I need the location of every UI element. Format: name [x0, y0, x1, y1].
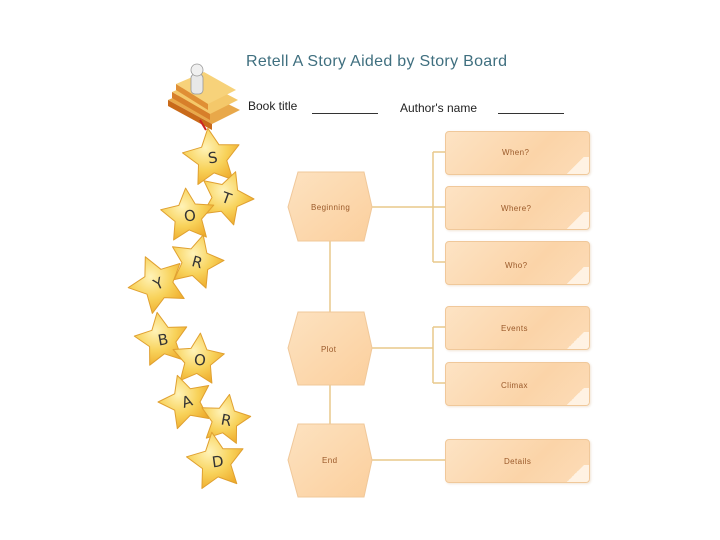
- star-8: A: [157, 374, 210, 430]
- star-shape: [127, 256, 185, 314]
- star-letter: R: [190, 252, 205, 272]
- detail-when-label: When?: [502, 148, 530, 157]
- book-title-field[interactable]: [312, 113, 378, 114]
- star-letter: D: [211, 452, 225, 471]
- detail-box-when[interactable]: When?: [445, 131, 590, 175]
- detail-box-who[interactable]: Who?: [445, 241, 590, 285]
- star-4: R: [172, 234, 225, 289]
- star-shape: [157, 374, 210, 430]
- star-shape: [172, 234, 225, 289]
- star-shape: [202, 171, 255, 226]
- detail-box-where[interactable]: Where?: [445, 186, 590, 230]
- detail-events-label: Events: [501, 324, 528, 333]
- star-shape: [172, 332, 225, 384]
- star-shape: [160, 187, 215, 241]
- star-10: D: [186, 431, 244, 489]
- star-letter: R: [219, 410, 232, 430]
- detail-climax-label: Climax: [501, 381, 528, 390]
- detail-details-label: Details: [504, 457, 532, 466]
- stage-beginning-hexagon: [287, 171, 373, 242]
- star-3: O: [160, 187, 215, 241]
- detail-who-label: Who?: [505, 261, 528, 270]
- author-name-field[interactable]: [498, 113, 564, 114]
- star-shape: [133, 311, 188, 366]
- star-1: S: [182, 127, 240, 185]
- star-shape: [182, 127, 240, 185]
- detail-where-label: Where?: [501, 204, 532, 213]
- stage-plot-label: Plot: [321, 345, 337, 354]
- star-7: O: [172, 332, 225, 384]
- star-letter: B: [156, 330, 169, 350]
- stage-plot-hexagon: [287, 311, 373, 386]
- star-9: R: [201, 393, 252, 444]
- stage-end-hexagon: [287, 423, 373, 498]
- stage-beginning-label: Beginning: [311, 203, 351, 212]
- star-letter: S: [207, 148, 219, 167]
- star-5: Y: [127, 256, 185, 314]
- star-shape: [186, 431, 244, 489]
- author-name-label: Author's name: [400, 101, 477, 115]
- books-trophy-icon: [168, 63, 240, 131]
- star-shape: [201, 393, 252, 444]
- stage-end-label: End: [322, 456, 338, 465]
- detail-box-details[interactable]: Details: [445, 439, 590, 483]
- star-2: T: [202, 171, 255, 226]
- star-letter: O: [183, 206, 196, 225]
- page-title: Retell A Story Aided by Story Board: [246, 53, 508, 70]
- detail-box-events[interactable]: Events: [445, 306, 590, 350]
- detail-box-climax[interactable]: Climax: [445, 362, 590, 406]
- star-letter: O: [193, 351, 206, 370]
- star-6: B: [133, 311, 188, 366]
- book-title-label: Book title: [248, 99, 298, 113]
